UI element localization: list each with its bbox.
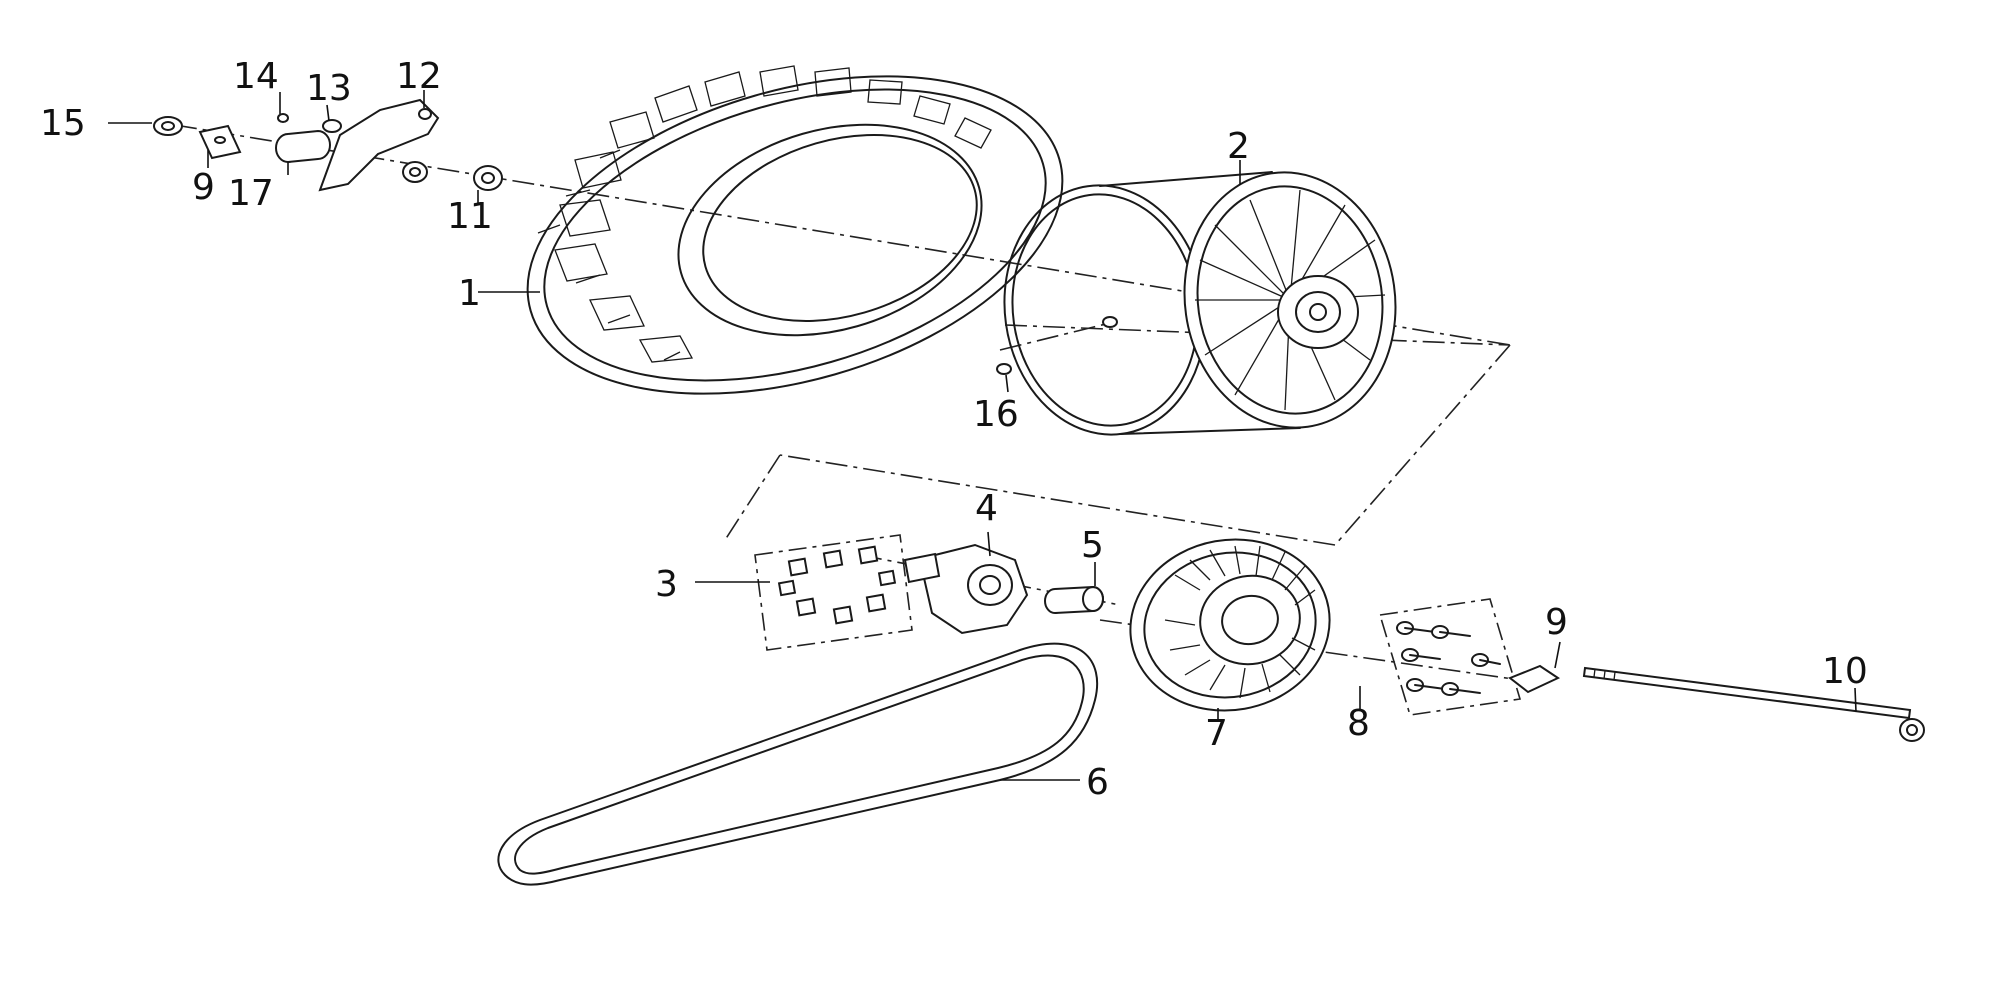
callout-number-1: 1 <box>458 273 481 314</box>
part-wheel-rim <box>1003 171 1397 436</box>
part-spacer-5 <box>1044 585 1104 614</box>
callout-number-9-right: 9 <box>1545 602 1568 643</box>
part-bracket-9-left <box>198 124 242 160</box>
callout-leaders <box>108 90 1857 781</box>
part-washer-14 <box>277 113 289 123</box>
part-bolt-set-8 <box>1378 598 1522 716</box>
part-axle-10 <box>1582 666 1925 742</box>
callout-number-15: 15 <box>40 103 86 144</box>
callout-number-16: 16 <box>973 394 1019 435</box>
part-nut-15 <box>153 116 183 136</box>
callout-number-3: 3 <box>655 564 678 605</box>
callout-number-9-left: 9 <box>192 167 215 208</box>
part-damper-set-3 <box>754 534 913 651</box>
part-nut-13 <box>322 119 342 133</box>
callout-number-8: 8 <box>1347 703 1370 744</box>
part-driven-pulley-7 <box>1129 538 1331 712</box>
part-hub-4 <box>903 543 1029 635</box>
callout-number-2: 2 <box>1227 126 1250 167</box>
callout-number-6: 6 <box>1086 762 1109 803</box>
callout-number-4: 4 <box>975 488 998 529</box>
callout-number-10: 10 <box>1822 651 1868 692</box>
part-tyre <box>526 65 1064 395</box>
callout-number-11: 11 <box>447 196 493 237</box>
part-collar-11 <box>473 165 503 191</box>
part-collar-17 <box>275 129 331 163</box>
part-drive-belt-6 <box>497 642 1099 886</box>
callout-number-17: 17 <box>228 173 274 214</box>
part-bracket-9-right <box>1508 664 1561 694</box>
callout-number-13: 13 <box>306 68 352 109</box>
part-valve-16 <box>996 363 1012 375</box>
callout-number-7: 7 <box>1205 713 1228 754</box>
part-caliper-bracket-12 <box>318 98 440 192</box>
callout-numbers: 1 2 3 4 5 6 7 8 9 9 10 11 12 13 14 15 16… <box>40 56 1868 803</box>
callout-number-5: 5 <box>1081 525 1104 566</box>
callout-number-14: 14 <box>233 56 279 97</box>
callout-number-12: 12 <box>396 56 442 97</box>
